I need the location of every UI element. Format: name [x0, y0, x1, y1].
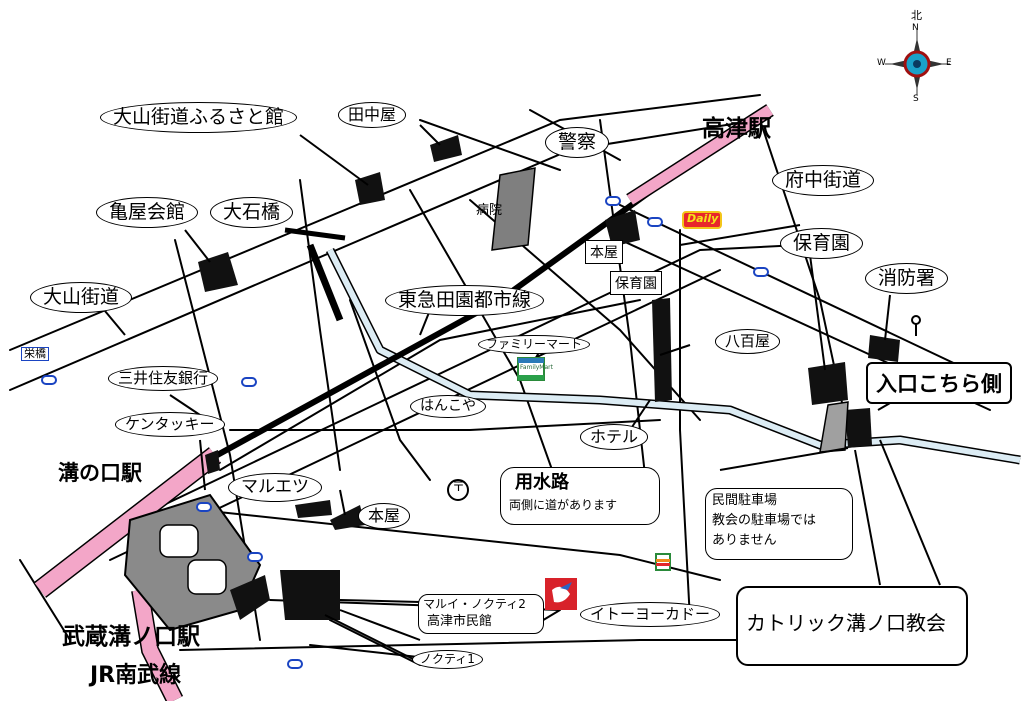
hospital-block	[491, 167, 536, 251]
yosuiro-title: 用水路	[515, 472, 569, 493]
label-daily: Daily	[687, 212, 719, 225]
church-name: カトリック溝ノ口教会	[746, 611, 946, 635]
post-office-circle	[447, 479, 469, 501]
compass-e: E	[946, 58, 952, 68]
parking-line1: 民間駐車場	[712, 493, 778, 508]
fire-pin-icon	[911, 315, 921, 325]
compass-n-kanji: 北	[911, 9, 922, 22]
parking-box: 民間駐車場 教会の駐車場では ありません	[705, 488, 853, 560]
label-oishibashi: 大石橋	[210, 197, 294, 228]
bus-stops	[41, 196, 769, 669]
label-hoikuen-2: 保育園	[780, 228, 864, 259]
label-tanakaya: 田中屋	[338, 102, 407, 128]
parking-block	[819, 401, 849, 453]
station-takatsu: 高津駅	[702, 116, 771, 142]
compass-n: N	[912, 23, 919, 33]
label-hotel: ホテル	[580, 424, 649, 450]
label-family-mart-sign: FamilyMart	[520, 364, 553, 371]
daily-sign-icon	[682, 211, 722, 229]
post-office-icon: 〒	[452, 480, 466, 495]
label-shobosho: 消防署	[865, 263, 949, 294]
label-kentucky: ケンタッキー	[115, 412, 225, 437]
buildings	[198, 135, 900, 620]
yosuiro-note: 両側に道があります	[509, 498, 618, 512]
label-kameya-kaikan: 亀屋会館	[96, 197, 199, 228]
church-box: カトリック溝ノ口教会	[736, 586, 968, 666]
label-oyama-kaido: 大山街道	[30, 282, 133, 313]
label-keisatsu: 警察	[545, 127, 610, 158]
jr-nambu-line: JR南武線	[90, 663, 182, 688]
label-oyama-furusatokan: 大山街道ふるさと館	[100, 102, 298, 133]
label-hoikuen-1: 保育園	[610, 271, 662, 295]
label-fuchu-kaido: 府中街道	[772, 165, 875, 196]
label-honya-2: 本屋	[358, 503, 411, 529]
label-honya-1: 本屋	[585, 240, 623, 264]
road-oyama-kaido	[9, 94, 761, 351]
parking-line2: 教会の駐車場では	[712, 513, 817, 528]
label-mitsui-sumitomo: 三井住友銀行	[108, 366, 219, 391]
label-nocty1: ノクティ1	[412, 650, 483, 670]
entrance-label: 入口こちら側	[866, 362, 1012, 404]
label-sakurabashi: 栄橋	[21, 347, 49, 362]
label-maruetsu: マルエツ	[228, 473, 322, 502]
label-byoin: 病院	[476, 203, 503, 218]
label-ito-yokado: イトーヨーカドー	[580, 602, 721, 627]
road-fuchu-kaido	[619, 204, 1001, 386]
label-hankoya: はんこや	[410, 395, 486, 419]
compass-w: W	[877, 58, 886, 68]
label-takatsu-shiminkan: 高津市民館	[427, 614, 493, 629]
station-musashi-mizonokuchi: 武蔵溝ノ口駅	[62, 624, 200, 650]
label-yaoya: 八百屋	[715, 329, 781, 354]
station-mizonokuchi: 溝の口駅	[58, 461, 142, 485]
leader-lines	[99, 124, 941, 661]
compass-s: S	[913, 94, 919, 104]
yosuiro-box: 用水路 両側に道があります	[500, 467, 660, 525]
marui-box: マルイ・ノクティ2 高津市民館	[418, 594, 544, 634]
label-marui-nocty2: マルイ・ノクティ2	[423, 597, 526, 611]
compass-icon	[885, 30, 950, 95]
label-family-mart: ファミリーマート	[478, 335, 591, 355]
parking-line3: ありません	[712, 533, 777, 548]
label-tokyu-line: 東急田園都市線	[385, 285, 545, 316]
